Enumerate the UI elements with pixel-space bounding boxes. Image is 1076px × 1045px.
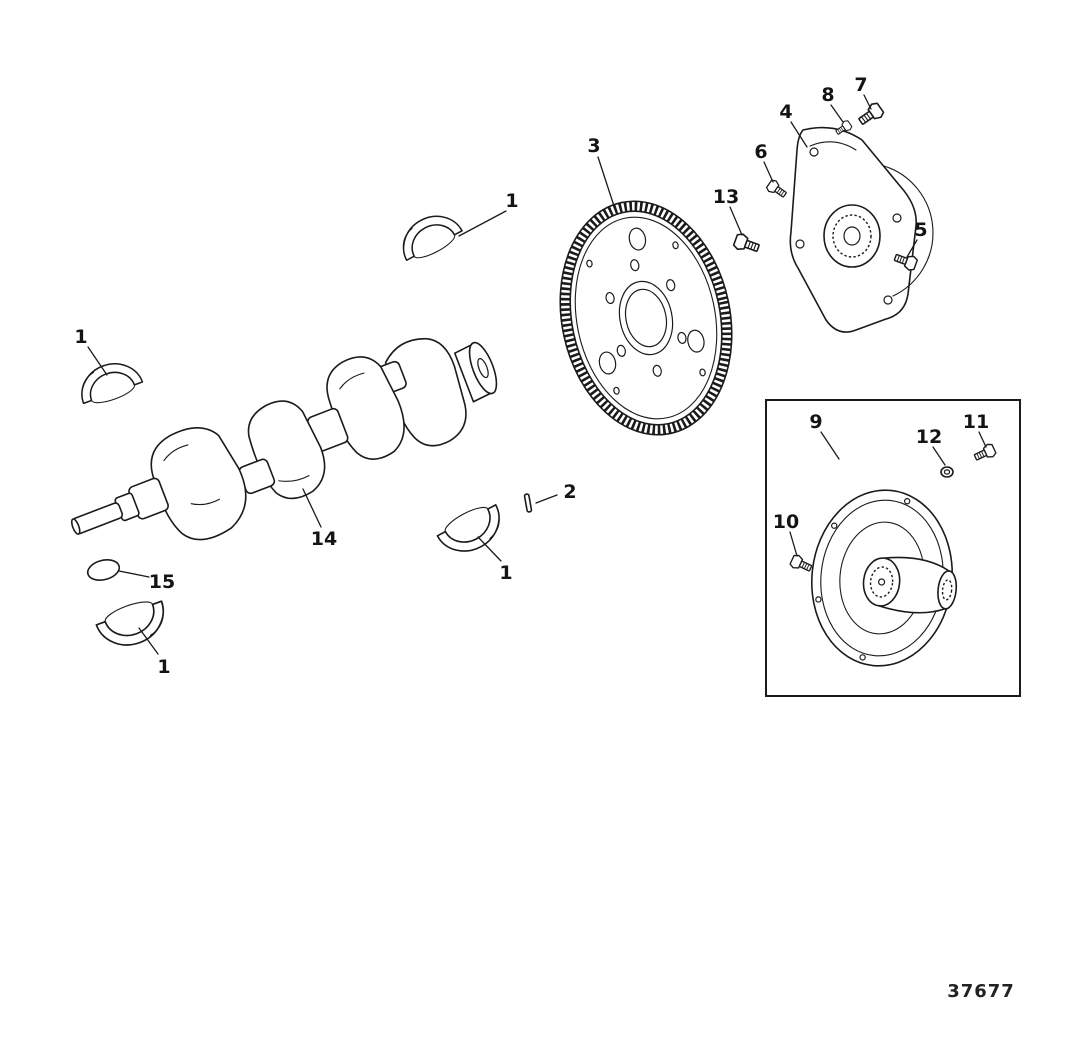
washer-12 bbox=[940, 466, 954, 478]
callout-10-bolt: 10 bbox=[773, 511, 799, 533]
callout-4-coupler-plate: 4 bbox=[779, 101, 792, 123]
callout-1-lower-shell: 1 bbox=[157, 656, 170, 678]
callout-12-washer: 12 bbox=[916, 426, 942, 448]
bolt-11 bbox=[971, 441, 998, 465]
bolt-13 bbox=[732, 231, 762, 257]
callout-15-thrust-washer: 15 bbox=[149, 571, 175, 593]
crankshaft bbox=[70, 337, 498, 541]
bolt-10 bbox=[788, 552, 815, 576]
callout-7-bolt: 7 bbox=[854, 74, 867, 96]
inset-box bbox=[765, 399, 1021, 697]
stud-6 bbox=[764, 177, 790, 201]
drive-coupling bbox=[810, 489, 958, 667]
callout-8-screw: 8 bbox=[821, 84, 834, 106]
main-bearing-shell-lower bbox=[93, 593, 174, 656]
bolt-7 bbox=[855, 100, 886, 129]
callout-1-left-shell: 1 bbox=[74, 326, 87, 348]
callout-1-upper-shell: 1 bbox=[505, 190, 518, 212]
callout-1-right-shell: 1 bbox=[499, 562, 512, 584]
thrust-washer bbox=[86, 559, 121, 581]
callout-9-coupling: 9 bbox=[809, 411, 822, 433]
drawing-number: 37677 bbox=[947, 981, 1015, 1002]
key-pin bbox=[523, 493, 533, 513]
main-bearing-shell-upper bbox=[392, 204, 466, 267]
callout-2-key: 2 bbox=[563, 481, 576, 503]
callout-3-flywheel: 3 bbox=[587, 135, 600, 157]
main-bearing-shell-right bbox=[433, 497, 511, 564]
callout-labels: 1 1 1 1 2 3 4 5 6 7 8 9 10 11 12 13 14 1… bbox=[74, 74, 989, 678]
callout-14-crankshaft: 14 bbox=[311, 528, 337, 550]
callout-5-bolt: 5 bbox=[914, 219, 927, 241]
callout-11-bolt: 11 bbox=[963, 411, 989, 433]
main-bearing-shell-left bbox=[73, 354, 146, 411]
leader-lines bbox=[87, 94, 987, 655]
flywheel bbox=[559, 200, 733, 436]
engine-coupler-plate bbox=[789, 126, 934, 333]
callout-6-stud: 6 bbox=[754, 141, 767, 163]
callout-13-bolt: 13 bbox=[713, 186, 739, 208]
